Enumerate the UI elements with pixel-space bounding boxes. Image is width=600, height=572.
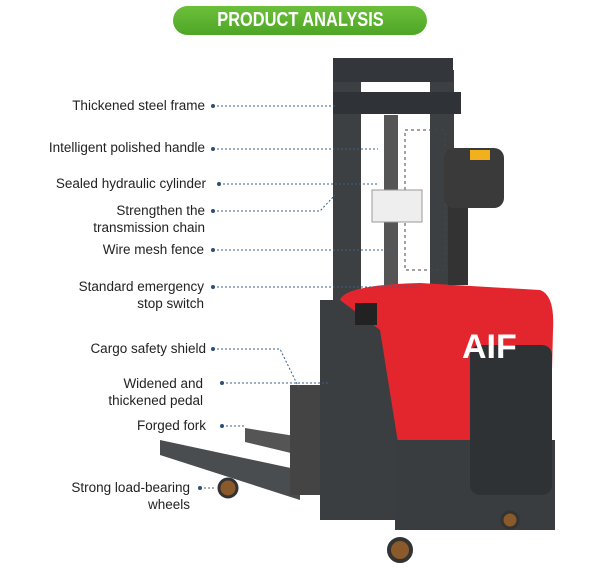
- pedal-cover: [470, 345, 552, 495]
- polished-handle: [444, 148, 504, 208]
- drive-wheel: [387, 537, 413, 563]
- mast-crossbar: [333, 92, 461, 114]
- label-text: Wire mesh fence: [102, 242, 204, 257]
- leader-dot: [211, 248, 215, 252]
- label-cargo-shield: Cargo safety shield: [90, 340, 206, 357]
- cylinder-label: [371, 189, 423, 223]
- label-transmission-chain: Strengthen the transmission chain: [93, 202, 205, 236]
- handle-accent: [470, 150, 490, 160]
- title-banner: PRODUCT ANALYSIS: [173, 6, 427, 35]
- label-hydraulic-cylinder: Sealed hydraulic cylinder: [56, 175, 206, 192]
- leader-dot: [211, 347, 215, 351]
- leader-line: [213, 348, 301, 391]
- label-text: Strengthen the: [116, 203, 205, 218]
- nameplate: [355, 303, 377, 325]
- handle-column: [448, 185, 468, 285]
- fork-wheel: [217, 477, 239, 499]
- leader-dot: [211, 147, 215, 151]
- cargo-shield: [290, 385, 320, 495]
- label-text: stop switch: [137, 296, 204, 311]
- label-text: Standard emergency: [78, 279, 204, 294]
- label-handle: Intelligent polished handle: [49, 139, 205, 156]
- label-text: Intelligent polished handle: [48, 140, 205, 155]
- leader-dot: [217, 182, 221, 186]
- label-wire-mesh-fence: Wire mesh fence: [103, 241, 204, 258]
- leader-dot: [198, 486, 202, 490]
- leader-dot: [220, 381, 224, 385]
- chassis: [320, 300, 400, 520]
- label-text: Thickened steel frame: [72, 98, 205, 113]
- label-emergency-stop: Standard emergency stop switch: [79, 278, 204, 312]
- leader-line: [213, 194, 336, 212]
- label-text: Forged fork: [136, 418, 206, 433]
- label-text: wheels: [147, 497, 190, 512]
- label-text: Cargo safety shield: [90, 341, 206, 356]
- label-pedal: Widened and thickened pedal: [108, 375, 203, 409]
- label-wheels: Strong load-bearing wheels: [71, 479, 190, 513]
- leader-dot: [211, 104, 215, 108]
- fork-left: [160, 440, 300, 500]
- label-steel-frame: Thickened steel frame: [72, 97, 205, 114]
- label-text: Strong load-bearing: [71, 480, 190, 495]
- label-text: Sealed hydraulic cylinder: [55, 176, 206, 191]
- leader-dot: [211, 209, 215, 213]
- rear-wheel: [500, 510, 520, 530]
- label-text: thickened pedal: [108, 393, 203, 408]
- label-text: Widened and: [123, 376, 203, 391]
- mast-top: [333, 58, 453, 82]
- leader-dot: [211, 285, 215, 289]
- label-text: transmission chain: [93, 220, 205, 235]
- logo-text: AIF: [462, 328, 517, 366]
- label-forged-fork: Forged fork: [137, 417, 206, 434]
- page-title: PRODUCT ANALYSIS: [216, 9, 384, 31]
- leader-dot: [220, 424, 224, 428]
